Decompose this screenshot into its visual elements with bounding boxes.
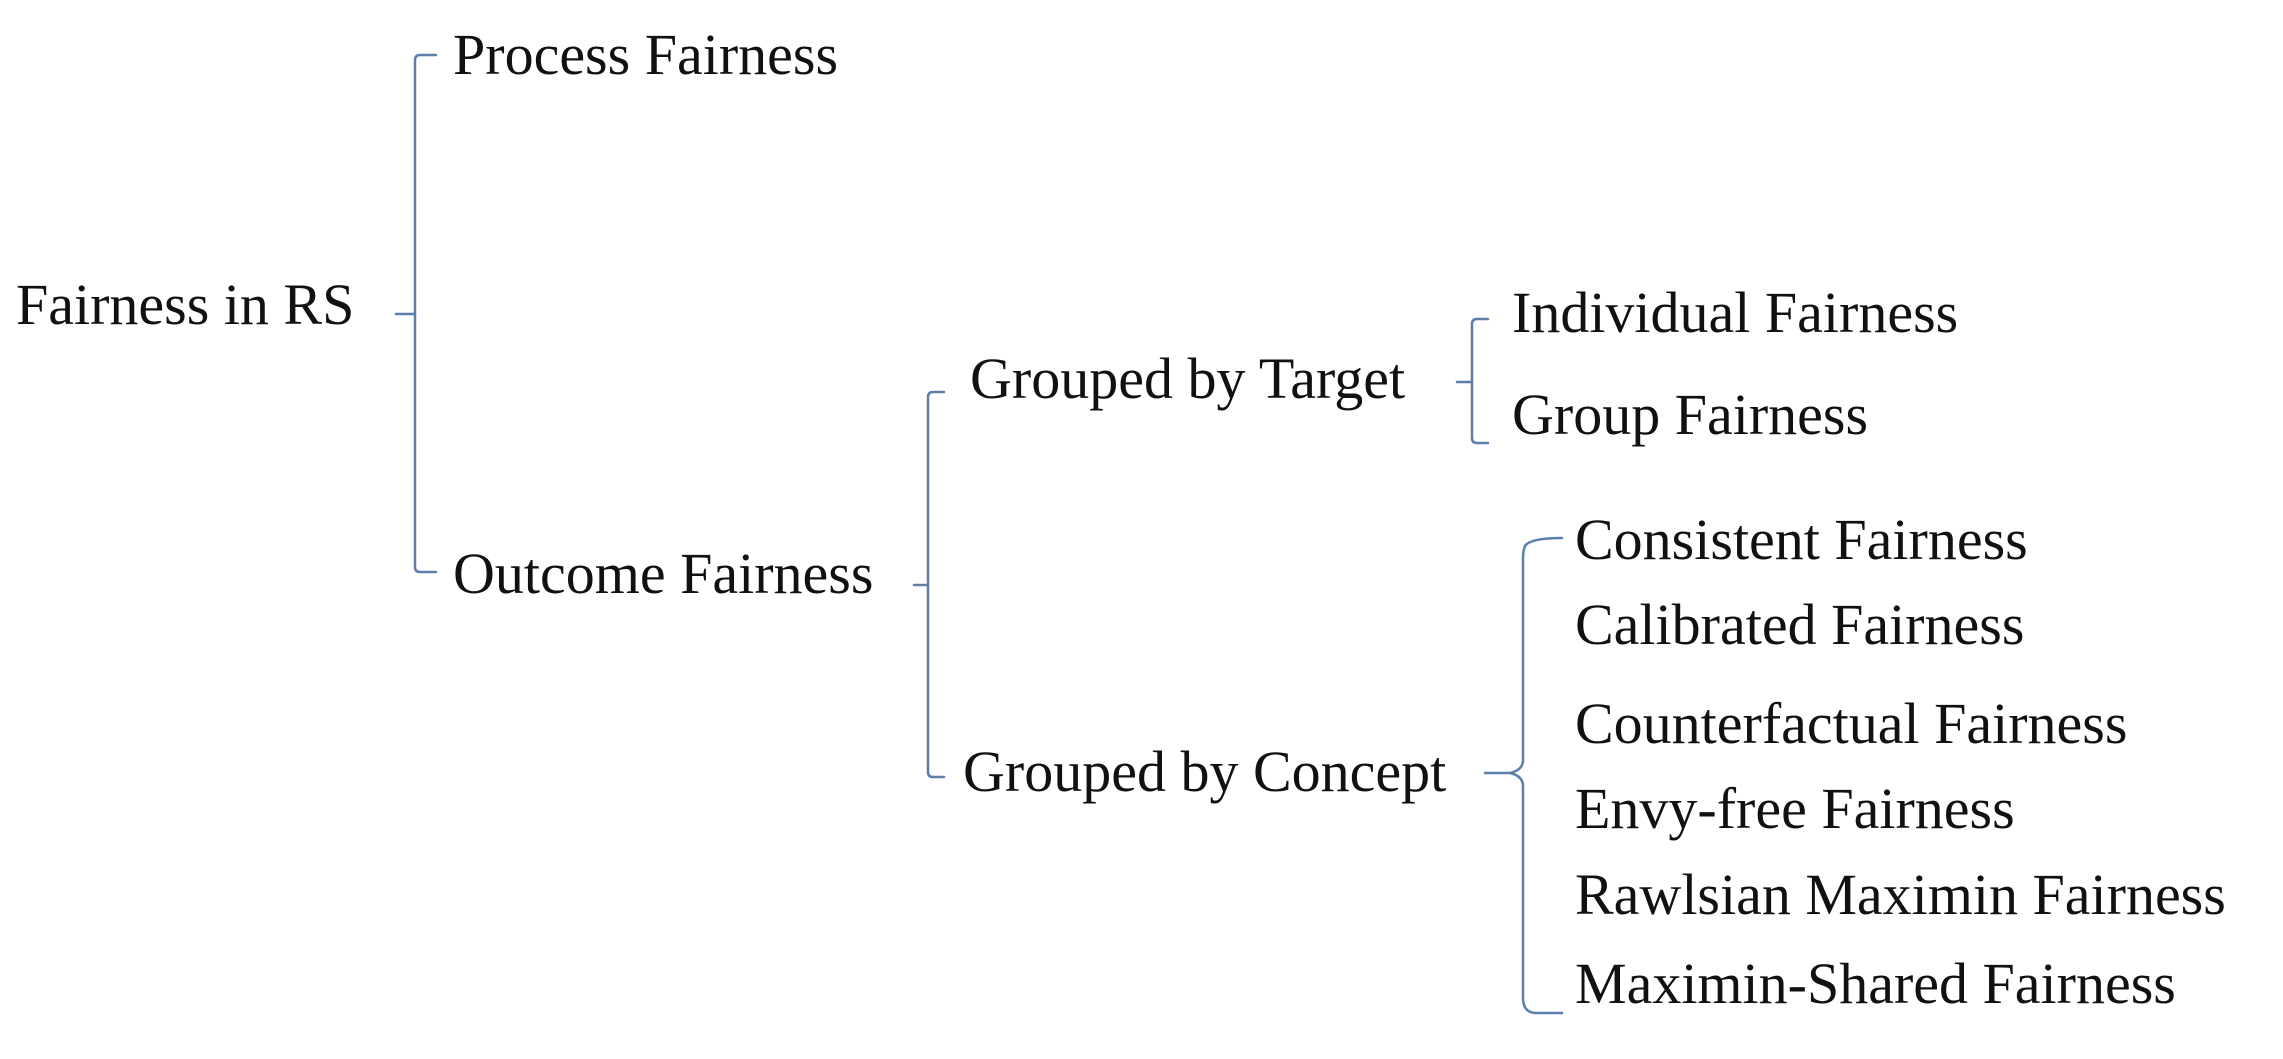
node-grouped-by-target: Grouped by Target bbox=[970, 346, 1406, 411]
node-grouped-by-concept: Grouped by Concept bbox=[963, 739, 1447, 804]
node-maximin-shared-fairness: Maximin-Shared Fairness bbox=[1575, 951, 2176, 1016]
node-group-fairness: Group Fairness bbox=[1512, 382, 1869, 447]
concept-bracket bbox=[1509, 536, 1564, 1015]
node-rawlsian-maximin-fairness: Rawlsian Maximin Fairness bbox=[1575, 862, 2226, 927]
node-calibrated-fairness: Calibrated Fairness bbox=[1575, 592, 2025, 657]
outcome-bracket bbox=[926, 390, 946, 779]
node-individual-fairness: Individual Fairness bbox=[1512, 280, 1959, 345]
target-bracket bbox=[1470, 317, 1490, 445]
node-counterfactual-fairness: Counterfactual Fairness bbox=[1575, 691, 2128, 756]
node-envy-free-fairness: Envy-free Fairness bbox=[1575, 776, 2015, 841]
node-process-fairness: Process Fairness bbox=[453, 22, 839, 87]
root-bracket bbox=[413, 53, 438, 574]
node-fairness-in-rs: Fairness in RS bbox=[16, 272, 355, 337]
node-consistent-fairness: Consistent Fairness bbox=[1575, 507, 2028, 572]
node-outcome-fairness: Outcome Fairness bbox=[453, 541, 874, 606]
